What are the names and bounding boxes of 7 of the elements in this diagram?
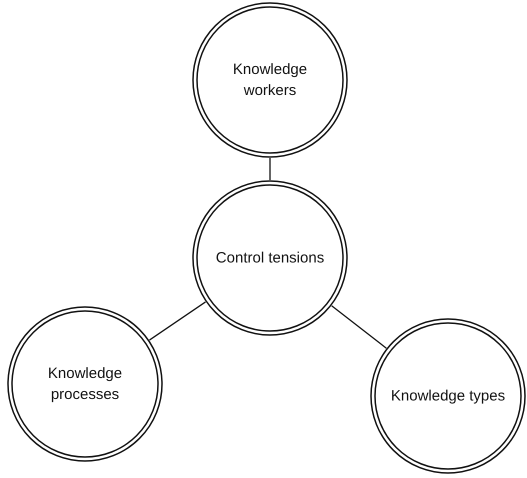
connector-line xyxy=(149,301,206,341)
connector-line xyxy=(331,305,387,349)
node-label: Knowledge workers xyxy=(232,60,308,101)
connector-line xyxy=(269,158,271,180)
node-label: Knowledge types xyxy=(390,386,506,406)
node-label: Knowledge processes xyxy=(46,364,124,405)
node-label: Control tensions xyxy=(214,248,326,268)
